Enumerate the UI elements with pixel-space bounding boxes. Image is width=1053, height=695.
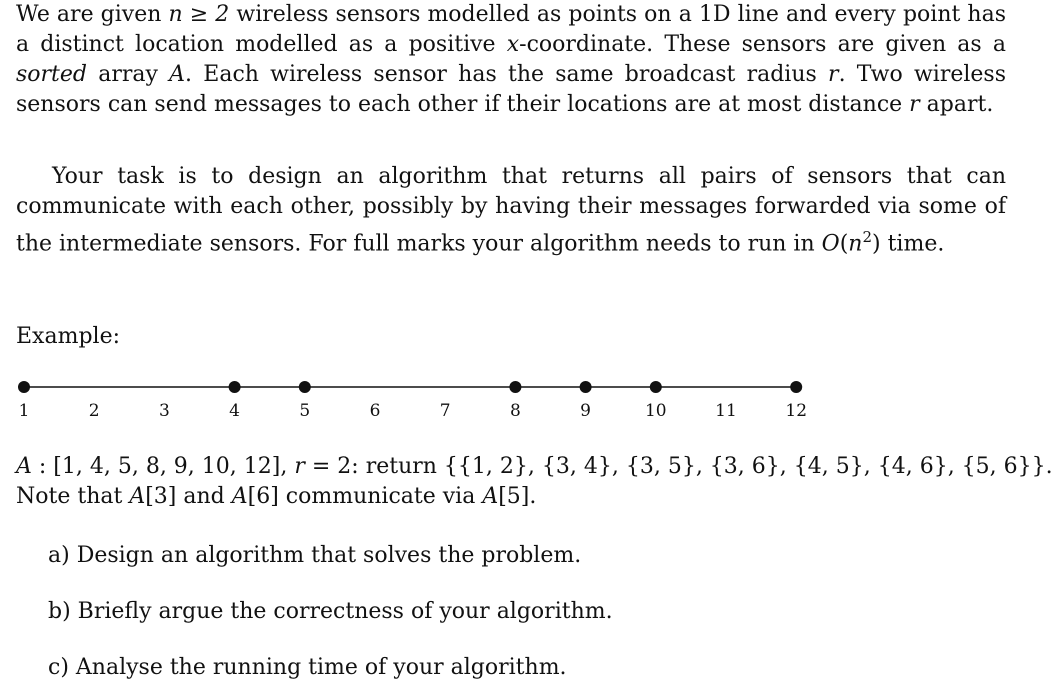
tick-label-7: 7 (440, 401, 451, 421)
example-statement: A : [1, 4, 5, 8, 9, 10, 12], r = 2: retu… (16, 454, 1053, 479)
example-label: Example: (16, 324, 120, 349)
sensor-point-12 (790, 381, 803, 393)
exercise-document: We are given n ≥ 2 wireless sensors mode… (16, 2, 1053, 680)
tick-label-4: 4 (229, 401, 240, 421)
task-c: c) Analyse the running time of your algo… (48, 655, 567, 680)
tick-label-1: 1 (19, 401, 30, 421)
example-note: Note that A[3] and A[6] communicate via … (16, 484, 537, 509)
sensor-point-5 (298, 381, 311, 393)
tick-label-2: 2 (89, 401, 100, 421)
tick-label-12: 12 (785, 401, 807, 421)
problem-paragraph-1: We are given n ≥ 2 wireless sensors mode… (16, 2, 1007, 117)
sensor-point-9 (579, 381, 592, 393)
emphasis-sorted: sorted (16, 62, 87, 87)
sensor-point-4 (228, 381, 241, 393)
tick-label-3: 3 (159, 401, 170, 421)
sensor-point-10 (649, 381, 662, 393)
sensor-point-8 (509, 381, 522, 393)
tick-label-9: 9 (580, 401, 591, 421)
tick-label-8: 8 (510, 401, 521, 421)
sensor-point-1 (18, 381, 30, 393)
tick-label-10: 10 (645, 401, 667, 421)
task-a: a) Design an algorithm that solves the p… (48, 543, 582, 568)
task-b: b) Briefly argue the correctness of your… (48, 599, 613, 624)
problem-paragraph-2: Your task is to design an algorithm that… (16, 164, 1006, 257)
tick-label-11: 11 (715, 401, 737, 421)
tick-label-6: 6 (370, 401, 381, 421)
math-n-ge-2: n ≥ 2 (168, 2, 230, 27)
tick-label-5: 5 (299, 401, 310, 421)
